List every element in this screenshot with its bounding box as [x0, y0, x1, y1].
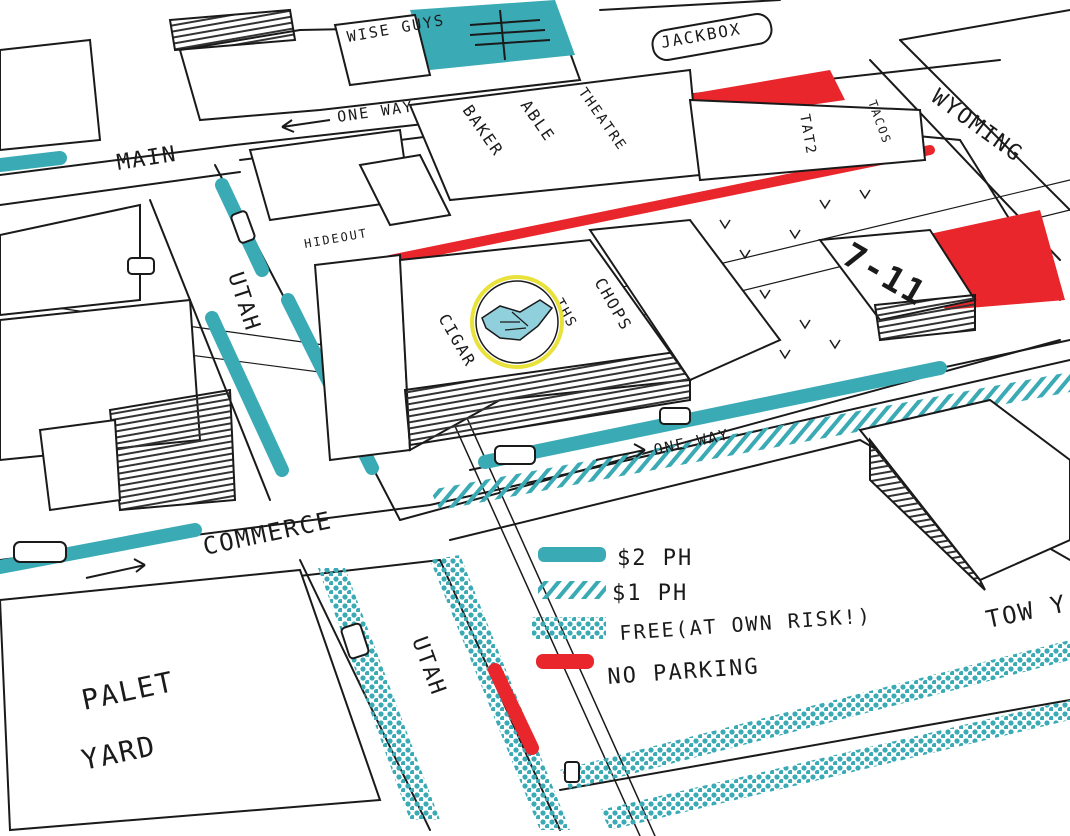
car-icon [340, 622, 370, 660]
one-way-arrow-icon [85, 558, 146, 579]
car-icon [13, 541, 67, 563]
plant-marks [719, 189, 871, 360]
parking-lot-top [410, 0, 575, 70]
car-icon [564, 761, 580, 783]
car-icon [659, 407, 691, 425]
parking-2ph [0, 151, 947, 574]
car-icon [127, 257, 155, 275]
legend-swatch-1ph [538, 581, 606, 599]
cars [13, 210, 691, 783]
car-icon [494, 445, 536, 465]
one-way-arrow-icon [595, 443, 646, 461]
legend-swatch-2ph [538, 547, 606, 562]
one-way-arrow-icon [281, 119, 331, 133]
legend-swatch-free [532, 617, 606, 639]
handshake-icon [481, 299, 554, 341]
legend-label-2ph: $2 PH [617, 546, 693, 571]
cigar-location-marker [470, 275, 564, 369]
building-label-tat2: TAT2 [796, 113, 819, 157]
legend-swatch-no-parking [536, 654, 594, 669]
car-icon [230, 210, 256, 244]
legend-label-1ph: $1 PH [612, 581, 688, 606]
parking-free [318, 555, 1070, 830]
